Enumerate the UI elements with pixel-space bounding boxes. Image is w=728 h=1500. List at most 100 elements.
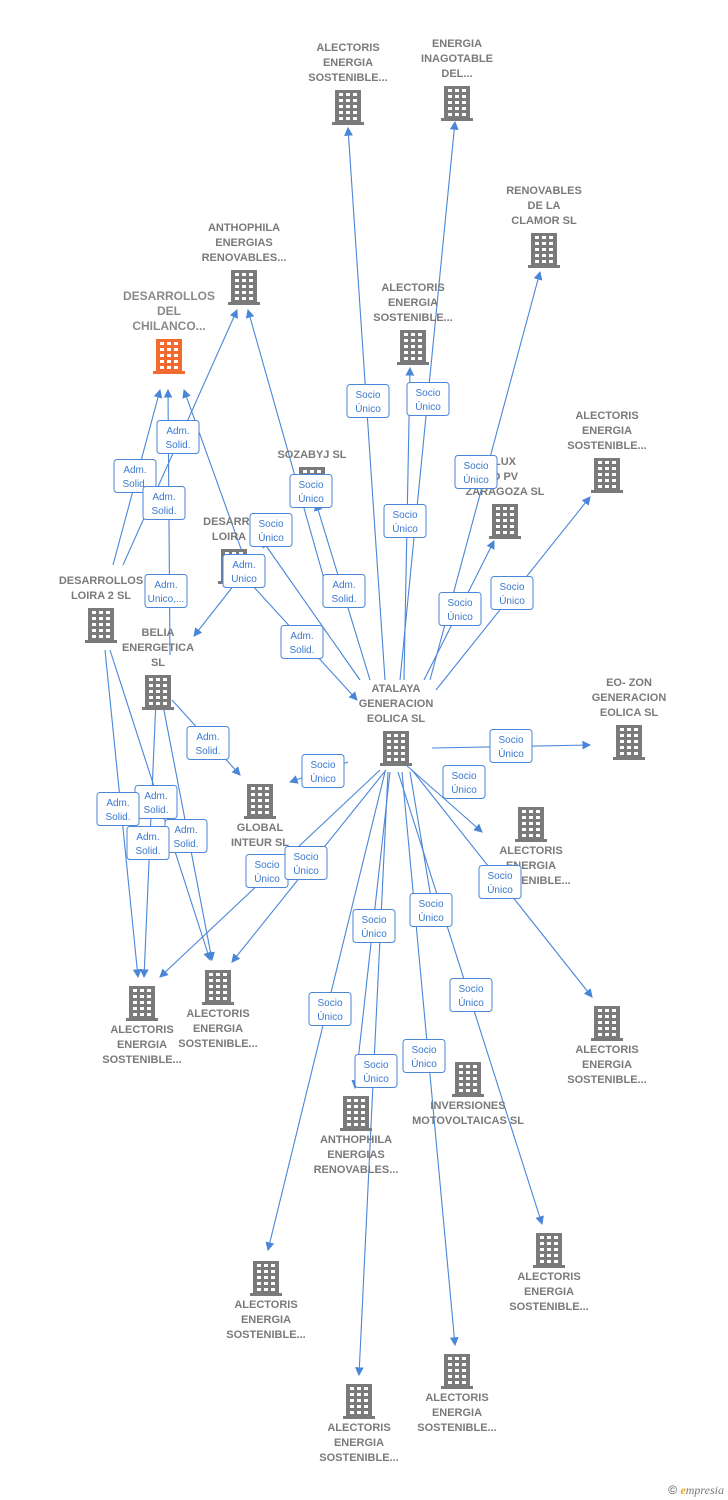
edge-label[interactable]: Adm.Unico — [222, 554, 266, 588]
edge-label-box — [322, 574, 366, 608]
company-node-n0[interactable]: ALECTORISENERGIASOSTENIBLE... — [308, 42, 388, 125]
company-node-n15[interactable]: ALECTORISENERGIASOSTENIBLE... — [491, 807, 571, 887]
company-label: SOZABYJ SL — [277, 449, 346, 461]
edge-label-box — [308, 992, 352, 1026]
edge-n9-n4 — [182, 388, 246, 561]
company-label: ALECTORIS — [316, 42, 379, 54]
edge-label-text: Socio — [499, 582, 524, 593]
edge-label[interactable]: Adm.Unico,... — [144, 574, 188, 608]
edge-label-text: Unico,... — [148, 594, 185, 605]
edge-label-box — [489, 729, 533, 763]
company-node-n21[interactable]: ALECTORISENERGIASOSTENIBLE... — [509, 1233, 589, 1313]
company-label: SOSTENIBLE... — [102, 1054, 181, 1066]
company-node-n23[interactable]: ALECTORISENERGIASOSTENIBLE... — [417, 1354, 497, 1434]
company-label: ENERGIA — [432, 1407, 482, 1419]
edge-label-box — [126, 826, 170, 860]
edge-label-text: Único — [363, 1072, 389, 1085]
edge-label-text: Socio — [363, 1060, 388, 1071]
company-node-n18[interactable]: ALECTORISENERGIASOSTENIBLE... — [567, 1006, 647, 1086]
building-base — [126, 1018, 158, 1021]
company-label: ANTHOPHILA — [320, 1134, 392, 1146]
company-node-n16[interactable]: ALECTORISENERGIASOSTENIBLE... — [102, 986, 182, 1066]
edge-label-box — [406, 382, 450, 416]
company-node-n19[interactable]: ANTHOPHILAENERGIASRENOVABLES... — [314, 1096, 399, 1176]
edge-label[interactable]: Adm.Solid. — [134, 785, 178, 819]
edge-label[interactable]: Adm.Solid. — [142, 486, 186, 520]
edge-label-text: Socio — [463, 461, 488, 472]
edge-label[interactable]: Adm.Solid. — [186, 726, 230, 760]
edge-label[interactable]: Adm.Solid. — [280, 625, 324, 659]
company-node-n6[interactable]: ALECTORISENERGIASOSTENIBLE... — [567, 410, 647, 493]
edge-label[interactable]: Adm.Solid. — [96, 792, 140, 826]
brand-logo[interactable]: empresia — [680, 1483, 724, 1497]
company-label: ENERGIA — [524, 1286, 574, 1298]
building-base — [441, 118, 473, 121]
edge-label-box — [449, 978, 493, 1012]
building-base — [153, 371, 185, 374]
company-label: INVERSIONES — [430, 1100, 505, 1112]
company-label: LUX — [494, 456, 517, 468]
building-base — [244, 816, 276, 819]
building-base — [441, 1386, 473, 1389]
edge-n12-n20 — [409, 771, 437, 912]
company-node-n4[interactable]: DESARROLLOSDELCHILANCO... — [123, 289, 215, 374]
company-label: ALECTORIS — [110, 1024, 173, 1036]
edge-label[interactable]: Adm.Solid. — [126, 826, 170, 860]
building-base — [380, 763, 412, 766]
company-node-n17[interactable]: ALECTORISENERGIASOSTENIBLE... — [178, 970, 258, 1050]
company-label: RENOVABLES — [506, 185, 582, 197]
company-label: GENERACION — [359, 698, 434, 710]
company-node-n22[interactable]: ALECTORISENERGIASOSTENIBLE... — [226, 1261, 306, 1341]
edge-label-box — [442, 765, 486, 799]
edge-label[interactable]: Adm.Solid. — [113, 459, 157, 493]
company-node-n1[interactable]: ENERGIAINAGOTABLEDEL... — [421, 38, 493, 121]
edge-n12-n9 — [261, 539, 361, 681]
edge-label-box — [156, 420, 200, 454]
company-node-n24[interactable]: ALECTORISENERGIASOSTENIBLE... — [319, 1384, 399, 1464]
edge-label-text: Socio — [355, 390, 380, 401]
company-label: RENOVABLES... — [202, 252, 287, 264]
company-node-n5[interactable]: ALECTORISENERGIASOSTENIBLE... — [373, 282, 453, 365]
edge-label-text: Único — [415, 400, 441, 413]
company-node-n3[interactable]: ANTHOPHILAENERGIASRENOVABLES... — [202, 222, 287, 305]
edge-label[interactable]: Adm.Solid. — [156, 420, 200, 454]
company-label: SOSTENIBLE... — [308, 72, 387, 84]
building-base — [489, 536, 521, 539]
edge-label[interactable]: Adm.Solid. — [322, 574, 366, 608]
company-label: ALECTORIS — [575, 1044, 638, 1056]
edge-label-text: Solid. — [151, 506, 176, 517]
edge-label-text: Socio — [451, 771, 476, 782]
edge-label[interactable]: Adm.Solid. — [164, 819, 208, 853]
company-label: O PV — [492, 471, 519, 483]
edge-label-box — [144, 574, 188, 608]
edge-label-box — [284, 846, 328, 880]
